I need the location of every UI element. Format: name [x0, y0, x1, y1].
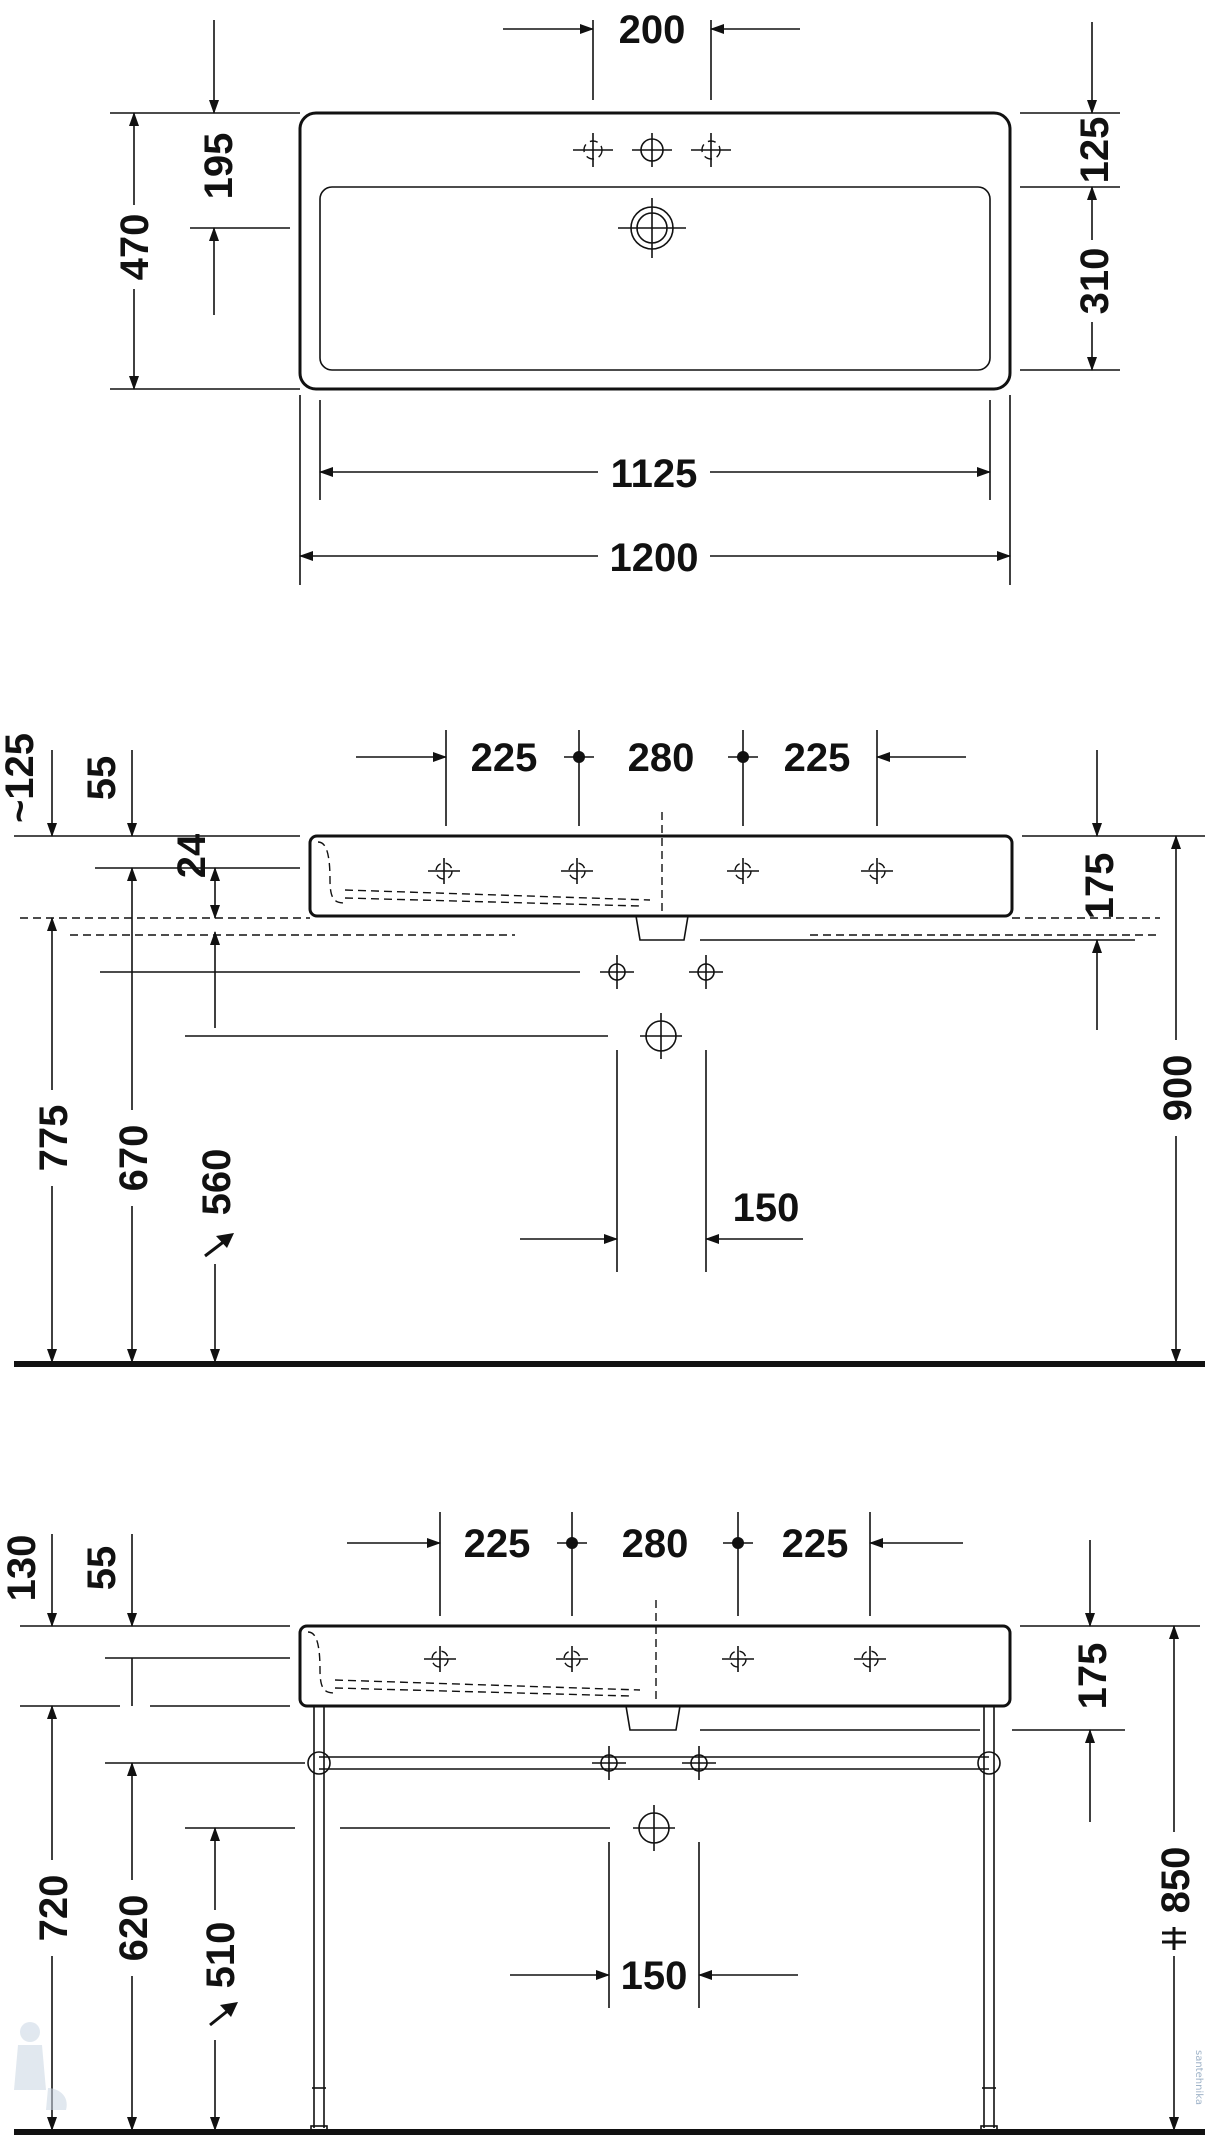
dim-drain-height: 720	[32, 1875, 76, 1942]
tap-hole-icon	[573, 133, 731, 167]
dim-supply-height: 670	[112, 1125, 156, 1192]
wall-mounted-view: 225 280 225 ~125 55 24 775 670 560 175	[0, 730, 1205, 1367]
arrow-icon	[204, 1233, 234, 1258]
dim-waste-spacing: 150	[621, 1954, 688, 1998]
dim-tap-spacing: 200	[619, 8, 686, 52]
supply-point-icon	[600, 955, 723, 989]
dim-right-offset: 225	[782, 1522, 849, 1566]
dim-drain-height: 775	[32, 1105, 76, 1172]
basin-outline-wall	[308, 834, 1014, 918]
dim-bowl-depth: 310	[1073, 248, 1117, 315]
dim-center-spacing: 280	[628, 736, 695, 780]
dim-supply-height: 620	[112, 1895, 156, 1962]
dim-rim-offset: ~125	[0, 733, 42, 823]
dim-rim-offset: 130	[0, 1535, 44, 1602]
dim-tap-hole-offset: 195	[197, 133, 241, 200]
dim-center-spacing: 280	[622, 1522, 689, 1566]
waste-point-icon	[640, 1013, 682, 1059]
tap-mark-icon	[428, 858, 893, 884]
stand-view: 225 280 225 130 55 720 620 510	[0, 1512, 1205, 2135]
bowl-outline-top	[319, 186, 991, 371]
dim-left-offset: 225	[471, 736, 538, 780]
dim-right-offset: 225	[784, 736, 851, 780]
watermark-logo	[14, 2022, 67, 2110]
supply-point-icon	[592, 1746, 716, 1780]
arrow-icon	[209, 2002, 238, 2027]
dim-waste-height: 510	[199, 1922, 243, 1989]
dim-rim-lip: 55	[80, 1546, 124, 1591]
dim-total-height: 850	[1154, 1847, 1198, 1914]
tap-mark-icon	[424, 1646, 886, 1672]
dim-rim-to-bowl: 125	[1073, 117, 1117, 184]
dim-overall-depth: 470	[113, 214, 157, 281]
dim-basin-height: 175	[1071, 1643, 1115, 1710]
dim-basin-height: 175	[1078, 853, 1122, 920]
dim-left-offset: 225	[464, 1522, 531, 1566]
dim-overall-width: 1200	[610, 536, 699, 580]
dim-mount-height: 900	[1156, 1055, 1200, 1122]
basin-outline-stand	[298, 1624, 1012, 1708]
plus-minus-icon	[1162, 1927, 1186, 1950]
waste-point-icon	[633, 1805, 675, 1851]
basin-outline-top	[298, 111, 1012, 391]
watermark-text: santehnika	[1193, 2050, 1204, 2105]
top-view: 200 470 195 125 310 1125 1200	[110, 8, 1120, 585]
drain-hole-icon	[618, 198, 686, 258]
stand-frame	[307, 1706, 1001, 2134]
dim-waste-height: 560	[195, 1149, 239, 1216]
dim-rim-lip: 55	[80, 756, 124, 801]
dim-bowl-width: 1125	[611, 452, 698, 496]
dim-shelf-height: 24	[170, 833, 214, 878]
dim-waste-spacing: 150	[733, 1186, 800, 1230]
